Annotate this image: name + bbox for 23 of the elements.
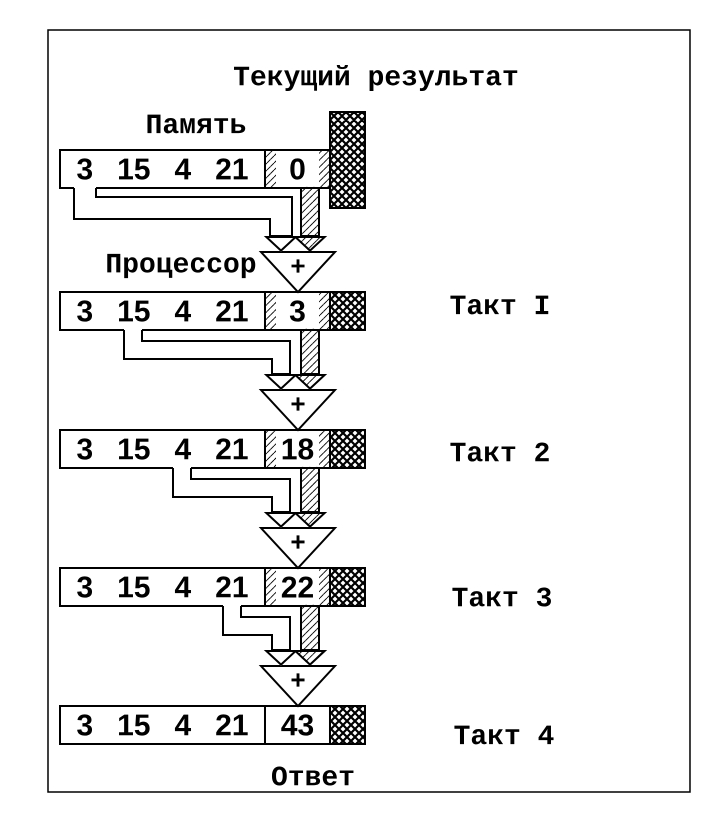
result-cell: 3 [264, 291, 331, 331]
memory-register: 3 15 4 21 [59, 705, 266, 745]
crosshatched-box [328, 704, 366, 746]
processor-label: Процессор [107, 254, 256, 278]
step-label: Такт 3 [452, 587, 551, 607]
step-label: Такт 2 [450, 442, 549, 462]
step-label: Такт 4 [454, 726, 554, 744]
result-cell: 0 [264, 149, 331, 189]
step-label: Такт I [450, 296, 548, 314]
crosshatched-box [328, 110, 366, 210]
memory-register: 3 15 4 21 [59, 291, 266, 331]
memory-register: 3 15 4 21 [59, 567, 266, 607]
answer-label: Ответ [272, 766, 354, 786]
memory-label: Память [147, 114, 246, 134]
result-cell: 22 [264, 567, 331, 607]
result-cell: 43 [264, 705, 331, 745]
crosshatched-box [328, 566, 366, 608]
result-cell: 18 [264, 429, 331, 469]
memory-register: 3 15 4 21 [59, 429, 266, 469]
memory-register: 3 15 4 21 [59, 149, 266, 189]
heading-label: Текущий результат [234, 65, 518, 91]
crosshatched-box [328, 428, 366, 470]
crosshatched-box [328, 290, 366, 332]
